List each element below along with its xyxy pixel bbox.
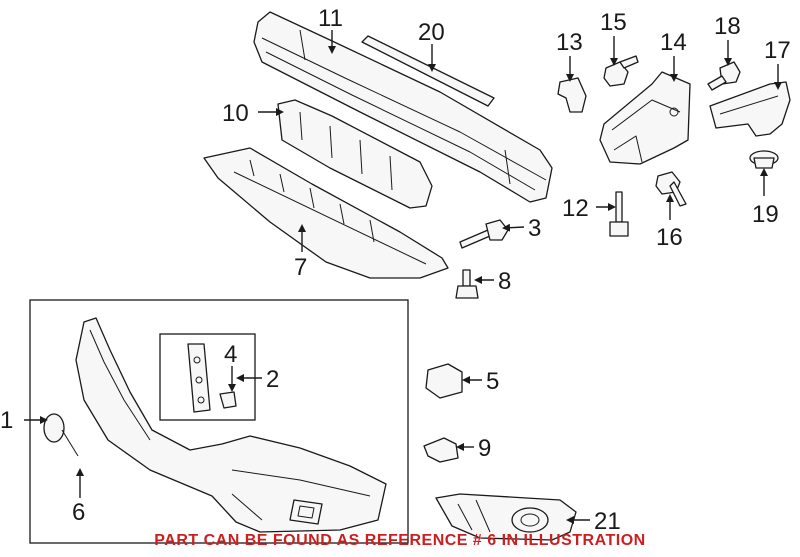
- part-18-bolt: [707, 61, 741, 91]
- part-5-retainer: [425, 363, 463, 399]
- part-7-lower-deflector: [203, 147, 449, 279]
- bracket-group-frame: [159, 333, 256, 421]
- callout-20: 20: [418, 19, 445, 46]
- callout-15: 15: [600, 9, 627, 36]
- callout-1: 1: [0, 407, 13, 434]
- part-11-reinforcement-beam: [253, 11, 553, 203]
- callout-11: 11: [318, 5, 343, 32]
- callout-labels: 1 2 3 4 5 6 7 8 9 10 11 12 13 14 15 16 1…: [0, 5, 791, 535]
- callout-9: 9: [478, 435, 491, 462]
- part-9-clip: [423, 437, 459, 463]
- reference-note: PART CAN BE FOUND AS REFERENCE # 6 IN IL…: [154, 532, 646, 549]
- callout-12: 12: [562, 195, 589, 222]
- part-1-bumper-cover: [75, 317, 387, 533]
- callout-7: 7: [294, 254, 307, 281]
- callout-4: 4: [224, 341, 237, 368]
- part-4-clip: [219, 391, 237, 409]
- part-13-clip: [557, 77, 587, 113]
- callout-8: 8: [498, 268, 511, 295]
- part-17-side-bracket: [709, 81, 791, 137]
- callout-14: 14: [660, 29, 687, 56]
- part-16-bolt: [655, 171, 687, 207]
- part-6-cover: [43, 413, 79, 457]
- callout-6: 6: [72, 499, 85, 526]
- callout-18: 18: [714, 13, 741, 40]
- part-2-bracket: [187, 343, 211, 413]
- part-8-nut: [455, 269, 479, 299]
- callout-3: 3: [528, 215, 541, 242]
- callout-19: 19: [752, 201, 779, 228]
- callout-2: 2: [266, 366, 279, 393]
- part-14-bracket: [599, 71, 691, 165]
- callout-17: 17: [764, 37, 791, 64]
- leader-lines: [24, 30, 782, 524]
- part-19-grommet: [749, 150, 779, 169]
- part-21-grille: [435, 493, 577, 541]
- callout-21: 21: [594, 508, 621, 535]
- part-3-bolt: [459, 219, 509, 249]
- part-10-absorber: [277, 99, 433, 209]
- callout-5: 5: [486, 368, 499, 395]
- part-12-bolt: [609, 191, 629, 237]
- callout-16: 16: [656, 224, 683, 251]
- callout-10: 10: [222, 100, 249, 127]
- bumper-cover-group-frame: [29, 299, 409, 544]
- callout-13: 13: [556, 29, 583, 56]
- part-15-bolt: [603, 55, 639, 87]
